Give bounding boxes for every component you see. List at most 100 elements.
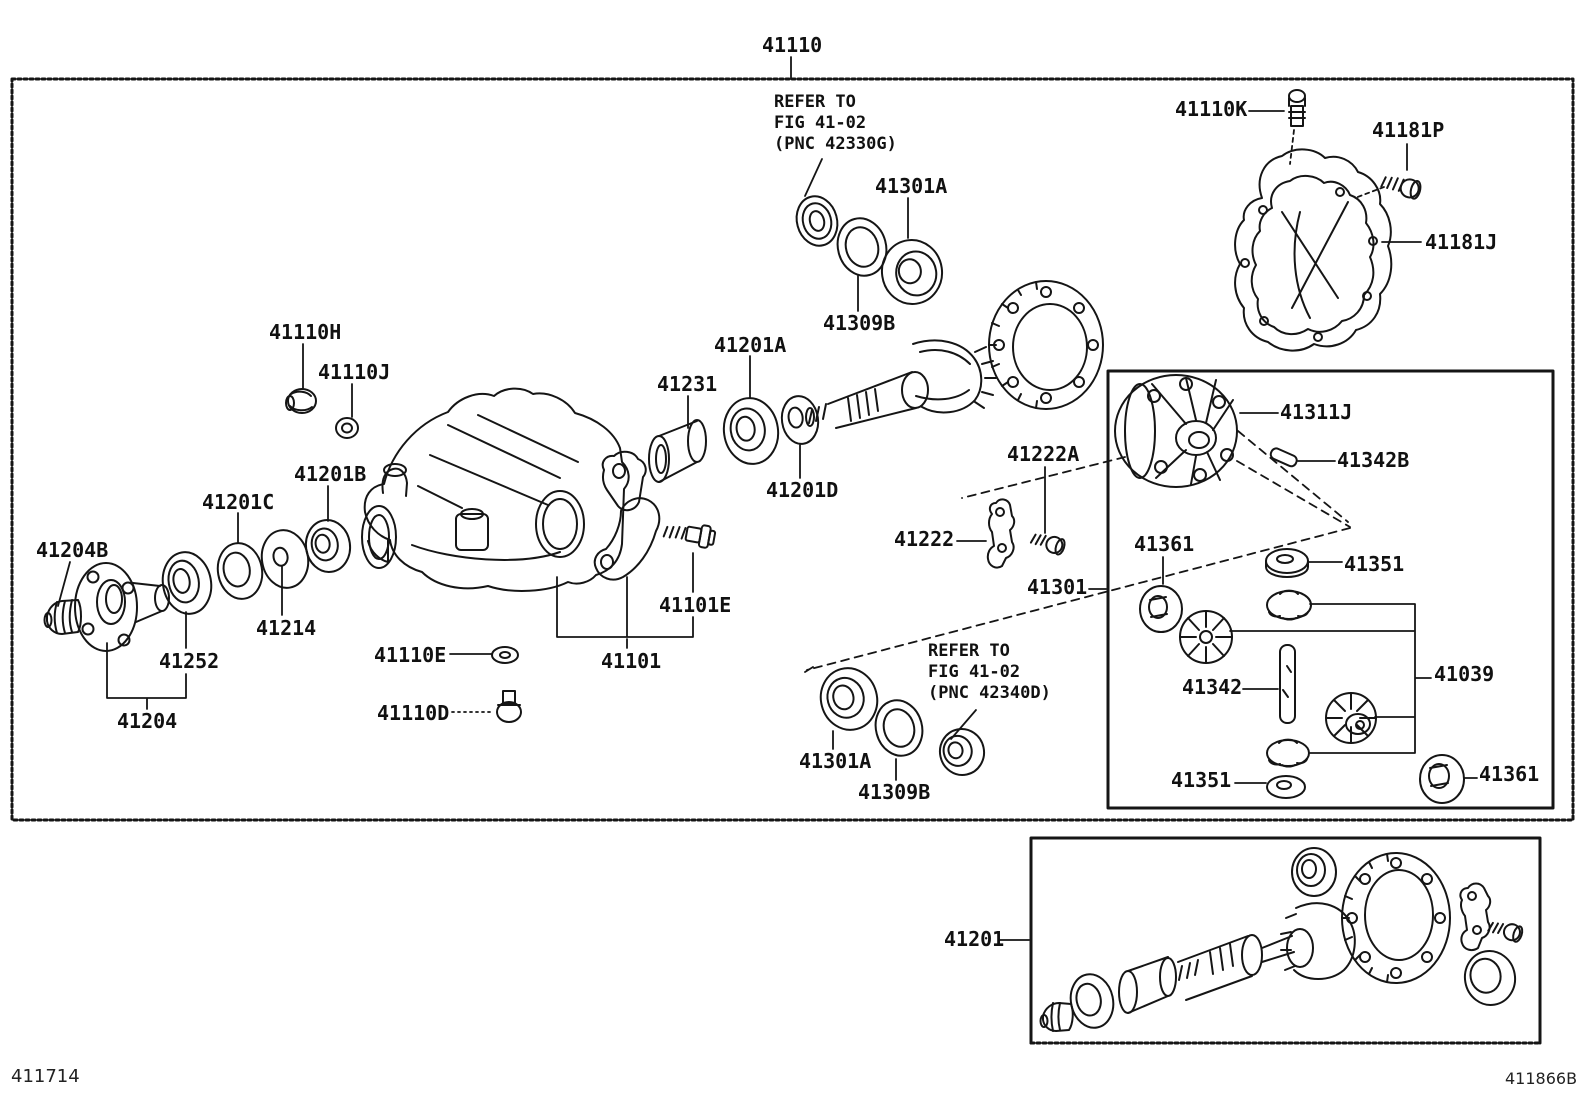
part-label-41351-upper: 41351 [1344, 552, 1405, 576]
part-label-41201B: 41201B [294, 462, 367, 486]
part-label-41301: 41301 [1027, 575, 1088, 599]
part-label-41181J: 41181J [1425, 230, 1498, 254]
dashed-reference-lines [806, 129, 1385, 671]
part-label-41311J: 41311J [1280, 400, 1353, 424]
part-label-41301A-top: 41301A [875, 174, 948, 198]
bearing-41301A-bottom-drawing [819, 667, 879, 731]
part-label-41361-lower: 41361 [1479, 762, 1540, 786]
lock-plate-41222-drawing [986, 498, 1016, 569]
part-label-41110K: 41110K [1175, 97, 1248, 121]
figure-code-right: 411866B [1505, 1069, 1578, 1088]
pinion-shaft-41342-drawing [1279, 644, 1296, 724]
refer-note-42330g: REFER TO FIG 41-02 (PNC 42330G) [774, 92, 897, 155]
diff-case-41311J-drawing [1114, 374, 1238, 488]
part-label-41201C: 41201C [202, 490, 275, 514]
side-gear-upper-drawing [1266, 589, 1312, 621]
bearing-41201C-drawing [216, 542, 264, 600]
part-label-41222A: 41222A [1007, 442, 1080, 466]
refer-note-line: FIG 41-02 [928, 662, 1021, 682]
oil-seal-bottom-drawing [938, 728, 986, 776]
leader-lines [57, 56, 1478, 941]
plate-washer-41214-drawing [260, 529, 310, 589]
main-figure-box [10, 77, 1575, 822]
pinion-gear-upper-drawing [1179, 610, 1233, 664]
ring-gear-drawing [988, 280, 1104, 410]
breather-41110K-drawing [1288, 89, 1306, 127]
washer-41110E-drawing [491, 646, 519, 664]
diff-case-kit-box [1106, 369, 1555, 810]
kit-ring-gear-drawing [1341, 852, 1451, 984]
bearing-cap-drawing [593, 450, 661, 581]
drive-pinion-drawing [805, 339, 997, 429]
bearing-41301A-top-drawing [880, 239, 944, 305]
part-label-41309B-bottom: 41309B [858, 780, 931, 804]
nut-41110J-drawing [335, 417, 359, 439]
kit-bearing-front-drawing [1069, 973, 1115, 1029]
part-label-41110: 41110 [762, 33, 823, 57]
rear-bearing-drawing [161, 551, 213, 615]
front-bearing-41201A-drawing [722, 397, 780, 465]
kit-pinion-nut-drawing [1039, 1002, 1074, 1032]
part-label-41214: 41214 [256, 616, 317, 640]
part-label-41351-lower: 41351 [1171, 768, 1232, 792]
part-label-41361-upper: 41361 [1134, 532, 1195, 556]
thrust-washer-41361-upper-drawing [1139, 585, 1183, 633]
refer-note-line: REFER TO [774, 92, 856, 112]
kit-pinion-head-drawing [1280, 902, 1356, 980]
bolt-41181P-drawing [1380, 176, 1422, 200]
part-label-41204: 41204 [117, 709, 178, 733]
refer-note-line: REFER TO [928, 641, 1010, 661]
part-label-41101E: 41101E [659, 593, 732, 617]
figure-code-left: 411714 [11, 1066, 80, 1087]
refer-note-line: FIG 41-02 [774, 113, 867, 133]
carrier-bolt-drawing [662, 524, 717, 549]
part-label-41101: 41101 [601, 649, 662, 673]
part-label-41301A-bottom: 41301A [799, 749, 872, 773]
part-label-41110D: 41110D [377, 701, 450, 725]
companion-flange-drawing [74, 562, 170, 652]
kit-spacer-drawing [1118, 956, 1177, 1014]
washer-41201D-drawing [780, 395, 820, 445]
bolt-41222A-drawing [1029, 533, 1066, 556]
part-label-41181P: 41181P [1372, 118, 1445, 142]
thrust-washer-41351-lower-drawing [1266, 775, 1306, 799]
ring-pinion-kit-box [1029, 836, 1542, 1045]
refer-note-line: (PNC 42340D) [928, 683, 1051, 703]
spacer-41231-drawing [648, 419, 707, 483]
part-label-41201: 41201 [944, 927, 1005, 951]
carrier-housing-drawing [361, 387, 630, 592]
kit-pinion-shaft-drawing [1177, 934, 1295, 1001]
side-gear-lower-drawing [1266, 738, 1310, 768]
refer-note-line: (PNC 42330G) [774, 134, 897, 154]
thrust-washer-41351-upper-drawing [1265, 548, 1309, 578]
part-label-41231: 41231 [657, 372, 718, 396]
kit-bearing-rear-drawing [1463, 950, 1517, 1006]
bearing-41201B-drawing [304, 519, 352, 573]
part-label-41204B: 41204B [36, 538, 109, 562]
pinion-gear-lower-drawing [1325, 692, 1377, 744]
kit-seal-drawing [1291, 847, 1337, 897]
part-label-41309B-top: 41309B [823, 311, 896, 335]
part-label-41201A: 41201A [714, 333, 787, 357]
part-label-41342B: 41342B [1337, 448, 1410, 472]
part-label-41039: 41039 [1434, 662, 1495, 686]
refer-note-42340d: REFER TO FIG 41-02 (PNC 42340D) [928, 641, 1051, 704]
rear-cover-41181J-drawing [1234, 148, 1393, 352]
part-label-41342: 41342 [1182, 675, 1243, 699]
drive-pinion-nut-drawing [43, 599, 82, 635]
breather-plug-41110H-drawing [285, 388, 317, 414]
kit-lock-plate-drawing [1459, 882, 1492, 952]
part-label-41222: 41222 [894, 527, 955, 551]
part-label-41252: 41252 [159, 649, 220, 673]
part-label-41110E: 41110E [374, 643, 447, 667]
drain-plug-41110D-drawing [496, 690, 522, 723]
part-label-41201D: 41201D [766, 478, 839, 502]
straight-pin-41342B-drawing [1269, 447, 1298, 468]
washer-41309B-bottom-drawing [874, 699, 924, 757]
part-label-41110H: 41110H [269, 320, 342, 344]
thrust-washer-41361-lower-drawing [1419, 754, 1465, 804]
part-label-41110J: 41110J [318, 360, 391, 384]
kit-bolt-drawing [1487, 921, 1524, 943]
